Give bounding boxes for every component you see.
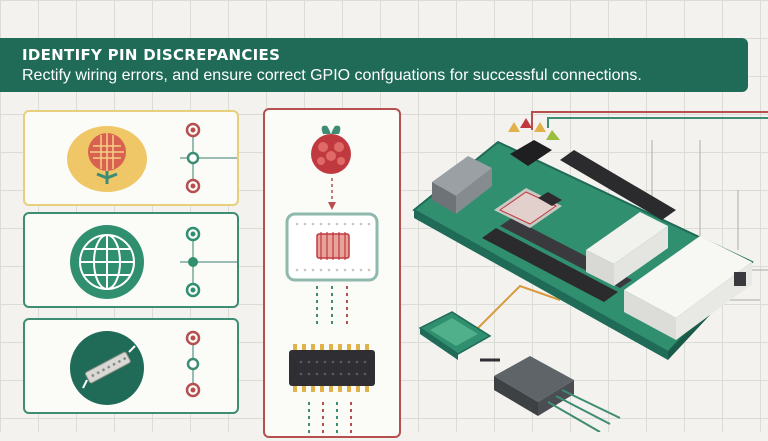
usb-port-icon [586, 212, 752, 340]
pin-panel-sunflower [23, 110, 247, 206]
banner-subtitle: Rectify wiring errors, and ensure correc… [22, 67, 642, 84]
pin-connector-icon [180, 122, 247, 194]
processor-chip-icon [494, 188, 562, 228]
ic-chip-icon [289, 344, 375, 392]
relay-module-icon [418, 311, 492, 360]
pin-panel-globe-art [70, 225, 257, 299]
raspberry-pi-board-icon [412, 118, 754, 360]
sunflower-chip-icon [67, 126, 147, 192]
pin-panel-sensor [23, 318, 239, 414]
pin-connector-icon [180, 226, 257, 298]
raspberry-pi-logo-icon [311, 125, 351, 174]
breadboard-chip-icon [285, 212, 379, 282]
board-illustration [412, 111, 768, 432]
banner-title: IDENTIFY PIN DISCREPANCIES [22, 46, 281, 64]
title-banner: IDENTIFY PIN DISCREPANCIES Rectify wirin… [0, 38, 748, 92]
pin-panel-globe [23, 212, 257, 308]
wiring-flow-panel [263, 108, 401, 438]
pin-connector-icon [185, 330, 201, 398]
sensor-stick-icon [70, 331, 144, 405]
wiring-flow-art [285, 125, 379, 436]
globe-icon [70, 225, 144, 299]
ethernet-port-icon [432, 156, 492, 214]
heat-sink-module-icon [494, 356, 621, 432]
camera-connector-icon [508, 118, 560, 166]
pin-panel-sunflower-art [67, 122, 247, 194]
pin-panel-sensor-art [70, 330, 201, 405]
